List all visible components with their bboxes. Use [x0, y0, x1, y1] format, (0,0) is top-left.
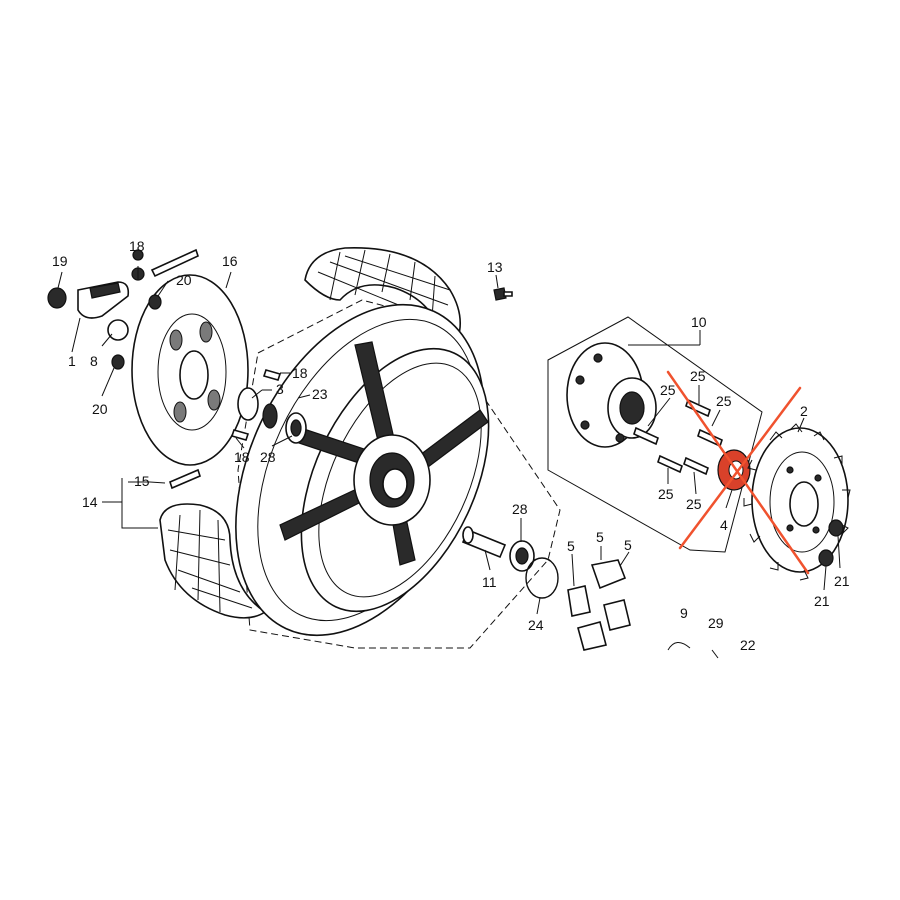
bolt-13	[493, 287, 513, 301]
label-24: 24	[528, 617, 544, 633]
label-20-top: 20	[176, 272, 192, 288]
label-11: 11	[482, 574, 497, 590]
label-13: 13	[487, 259, 503, 275]
label-18-mid: 18	[292, 365, 308, 381]
hub-bearing-parts-left	[230, 369, 307, 444]
sprocket-nuts	[818, 519, 844, 567]
label-19: 19	[52, 253, 68, 269]
label-5-a: 5	[567, 538, 575, 554]
sprocket-assembly-outline	[547, 316, 763, 553]
rear-wheel-rim	[235, 303, 490, 637]
label-2: 2	[800, 403, 808, 419]
label-5-c: 5	[624, 537, 632, 553]
label-22: 22	[740, 637, 756, 653]
label-10: 10	[691, 314, 707, 330]
label-25-b: 25	[716, 393, 732, 409]
label-25-a: 25	[690, 368, 706, 384]
wheel-assembly-outline	[237, 299, 561, 649]
rear-sprocket	[743, 423, 851, 581]
label-29: 29	[708, 615, 724, 631]
label-3: 3	[276, 381, 284, 397]
label-28-left: 28	[260, 449, 276, 465]
label-9: 9	[680, 605, 688, 621]
label-21-b: 21	[814, 593, 830, 609]
tire-top-fragment	[304, 247, 461, 340]
label-21-a: 21	[834, 573, 850, 589]
axle-bearing-parts	[461, 526, 559, 599]
label-16: 16	[222, 253, 238, 269]
label-23: 23	[312, 386, 328, 402]
label-25-c: 25	[660, 382, 676, 398]
label-28-right: 28	[512, 501, 528, 517]
sprocket-hub-carrier	[566, 342, 657, 448]
bottom-right-partial-parts	[667, 642, 719, 659]
valve-stem	[169, 468, 201, 490]
left-small-parts	[47, 281, 162, 370]
label-4: 4	[720, 517, 728, 533]
label-5-b: 5	[596, 529, 604, 545]
leader-lines	[57, 266, 841, 615]
label-14: 14	[82, 494, 98, 510]
label-25-e: 25	[686, 496, 702, 512]
label-18-top: 18	[129, 238, 145, 254]
label-20-bottom: 20	[92, 401, 108, 417]
label-1: 1	[68, 353, 76, 369]
label-25-d: 25	[658, 486, 674, 502]
label-8: 8	[90, 353, 98, 369]
brake-disc	[131, 274, 249, 466]
label-18-low: 18	[234, 449, 250, 465]
label-15: 15	[134, 473, 150, 489]
strike-mark	[666, 370, 810, 575]
chain-adjuster-parts	[567, 559, 631, 651]
tire-bottom-fragment	[159, 503, 267, 619]
